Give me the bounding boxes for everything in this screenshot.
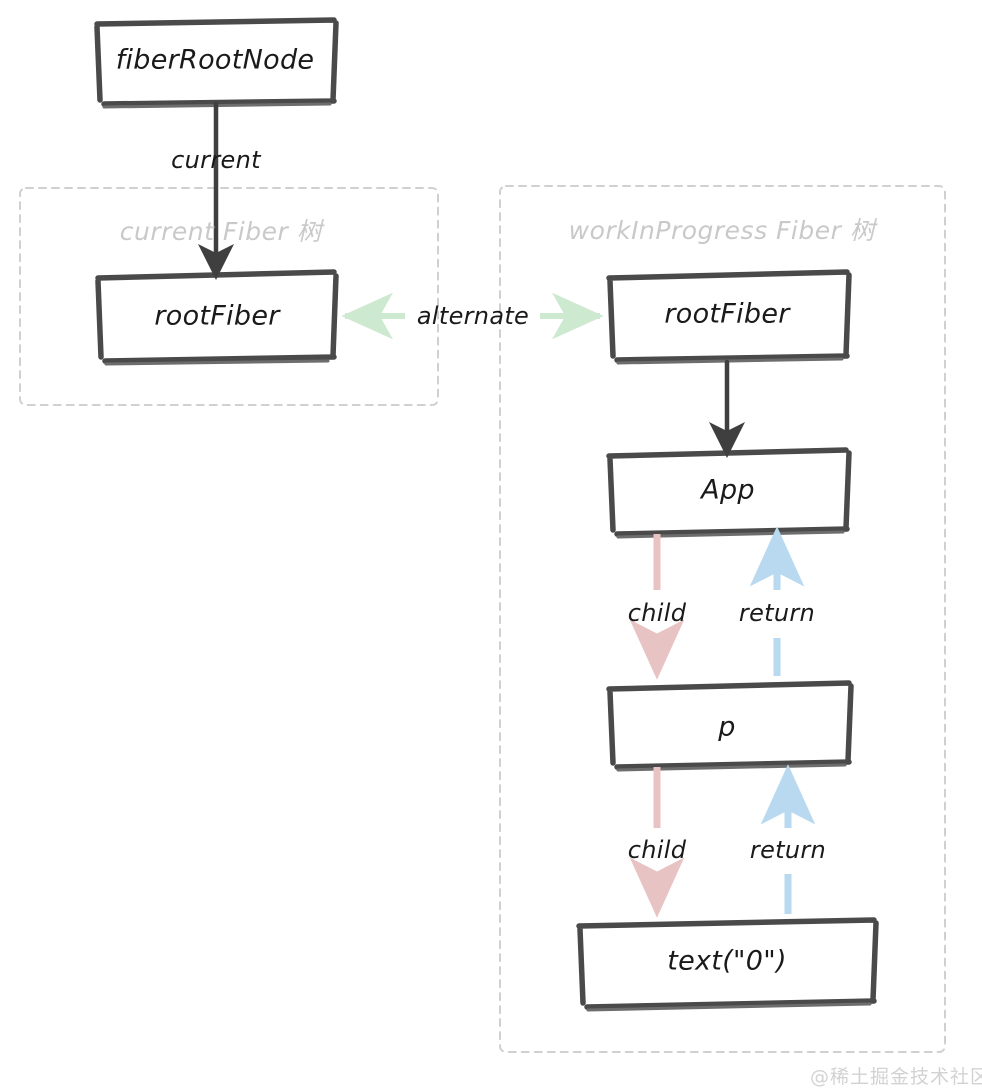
group-wip-tree-border	[499, 185, 946, 1053]
group-label-current-tree: current Fiber 树	[119, 217, 323, 246]
edge-label-app-return: return	[738, 599, 816, 627]
watermark-text: @稀土掘金技术社区	[810, 1066, 982, 1088]
node-label-p-node: p	[718, 711, 736, 743]
node-box-wip-root-fiber	[606, 269, 852, 365]
node-label-text-node: text("0")	[667, 945, 787, 977]
node-label-app-node: App	[701, 474, 755, 506]
edge-label-p-return: return	[749, 836, 827, 864]
group-label-wip-tree: workInProgress Fiber 树	[568, 216, 876, 245]
group-current-tree-border	[19, 187, 439, 406]
edge-label-p-child: child	[627, 836, 687, 864]
node-box-text-node	[576, 917, 879, 1012]
edge-label-app-child: child	[627, 599, 687, 627]
node-label-current-root-fiber: rootFiber	[154, 300, 280, 332]
node-label-wip-root-fiber: rootFiber	[664, 298, 790, 330]
node-label-fiber-root-node: fiberRootNode	[115, 44, 315, 76]
edge-label-alternate: alternate	[416, 302, 530, 330]
edge-label-current: current	[171, 146, 261, 174]
